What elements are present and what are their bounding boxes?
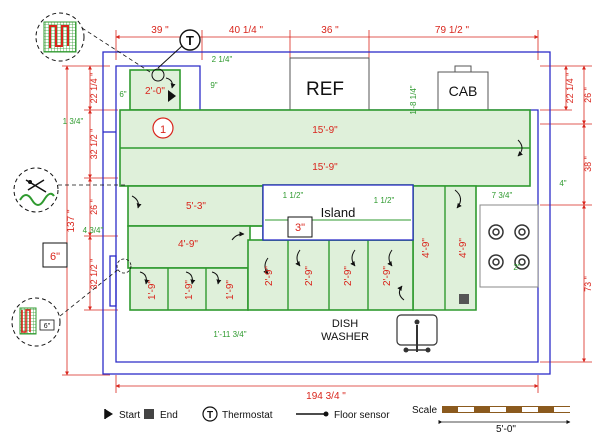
ref-label: REF	[306, 79, 344, 100]
small-dim: 2 1/4"	[212, 55, 233, 64]
dim-left-4: 32 1/2 "	[89, 259, 99, 290]
callout-6-inch	[42, 242, 68, 268]
small-dim: 1 1/2"	[374, 196, 395, 205]
run-label: 2'-0"	[145, 86, 165, 97]
legend-scale: Scale	[412, 405, 437, 416]
sink-icon	[396, 314, 438, 353]
dim-right-2: 26 "	[583, 87, 593, 103]
cab-label: CAB	[449, 83, 478, 99]
callout-3-inch	[287, 216, 313, 238]
detail-inset-sensor	[13, 167, 125, 213]
thermostat-icon	[179, 29, 201, 51]
thermostat-legend-icon	[202, 406, 218, 422]
run-label: 1'-9"	[184, 280, 195, 300]
small-dim: 7 3/4"	[492, 191, 513, 200]
small-dim: 1 1/2"	[283, 191, 304, 200]
range	[479, 204, 539, 288]
run-label: 4'-9"	[421, 238, 432, 258]
dimension-lines	[62, 30, 592, 393]
small-dim: 1'-8 1/4"	[409, 85, 418, 114]
dim-top-4: 79 1/2 "	[435, 25, 470, 36]
small-dim: 1'-11 3/4"	[213, 330, 246, 339]
legend-start: Start	[119, 410, 140, 421]
small-dim: 4 3/4"	[83, 226, 104, 235]
small-dim: 6"	[119, 90, 126, 99]
end-marker	[459, 294, 469, 304]
run-label: 15'-9"	[312, 162, 338, 173]
legend: Start End T Thermostat Floor sensor Scal…	[104, 405, 571, 435]
legend-thermostat-symbol: T	[207, 410, 213, 421]
start-marker	[168, 90, 176, 102]
refrigerator	[289, 57, 370, 117]
run-label: 2'-9"	[264, 266, 275, 286]
callout-6-label: 6"	[50, 251, 60, 263]
detail-inset-top	[35, 12, 151, 73]
legend-thermostat: Thermostat	[222, 410, 273, 421]
run-label: 2'-9"	[343, 266, 354, 286]
zone-number: 1	[160, 124, 166, 136]
dim-top-1: 39 "	[151, 25, 169, 36]
burner-icon	[488, 224, 530, 270]
zone-number-badge	[152, 117, 174, 139]
dim-left-total: 137 "	[66, 209, 77, 232]
scale-value: 5'-0"	[496, 424, 516, 435]
run-label: 2'-9"	[304, 266, 315, 286]
dim-top-3: 36 "	[321, 25, 339, 36]
run-label: 1'-9"	[147, 280, 158, 300]
dim-bottom-total: 194 3/4 "	[306, 391, 346, 402]
small-dim: 2"	[513, 263, 520, 272]
dim-top-2: 40 1/4 "	[229, 25, 264, 36]
start-legend-icon	[105, 409, 113, 419]
small-dim: 4"	[559, 179, 566, 188]
dim-left-1: 22 1/4 "	[89, 73, 99, 104]
legend-end: End	[160, 410, 178, 421]
dishwasher-label-1: DISH	[332, 318, 358, 330]
flow-arrows	[131, 77, 523, 301]
dim-right-4: 73 "	[583, 276, 593, 292]
dishwasher-label-2: WASHER	[321, 331, 369, 343]
small-dim: 9"	[210, 81, 217, 90]
run-label: 1'-9"	[225, 280, 236, 300]
dim-left-2: 32 1/2 "	[89, 129, 99, 160]
end-legend-icon	[144, 409, 154, 419]
callout-3-label: 3"	[295, 222, 305, 234]
small-dim: 1 3/4"	[63, 117, 84, 126]
run-label: 5'-3"	[186, 201, 206, 212]
run-label: 15'-9"	[312, 125, 338, 136]
island-label: Island	[321, 205, 356, 220]
inset-callout-label: 6"	[44, 323, 51, 330]
dim-right-3: 38 "	[583, 156, 593, 172]
detail-inset-bottom: 6"	[11, 258, 132, 347]
thermostat-symbol: T	[186, 33, 194, 48]
run-label: 4'-9"	[178, 239, 198, 250]
dim-left-3: 26 "	[89, 199, 99, 215]
dim-right-1: 22 1/4 "	[565, 73, 575, 104]
legend-floor-sensor: Floor sensor	[334, 410, 390, 421]
zone-dividers	[120, 147, 530, 310]
run-label: 2'-9"	[382, 266, 393, 286]
run-label: 4'-9"	[458, 238, 469, 258]
